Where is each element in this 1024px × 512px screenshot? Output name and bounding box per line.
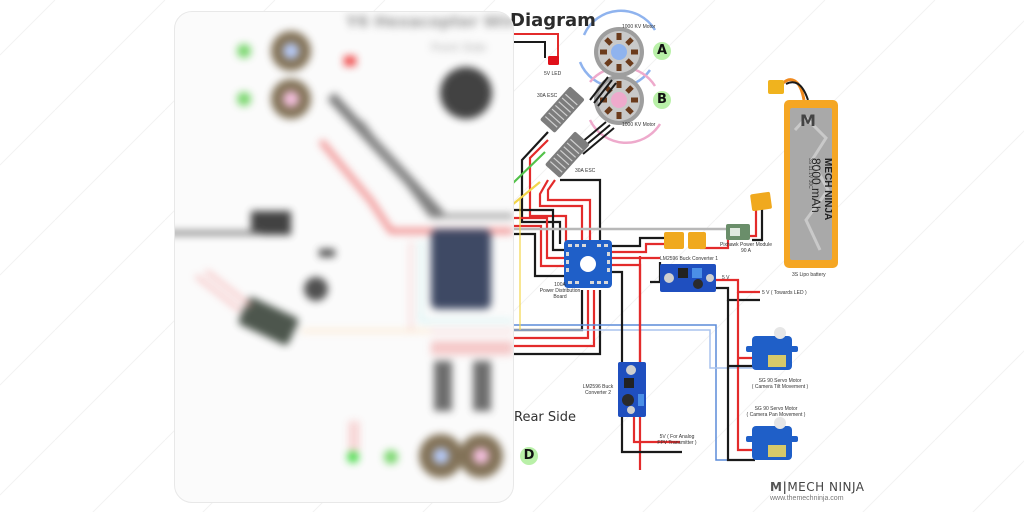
buck-converter-1 [660,264,716,292]
diagram-title: Diagram [510,10,596,31]
power-module-label-line: Pixhawk Power Module [720,242,772,248]
battery-brand: MECH NINJA [822,158,833,221]
motor-badge-b: B [653,91,671,109]
pdb-label-line: Power Distribution [539,288,581,294]
blurred-preview-panel: Y6 Hexacopter Wiring Front Side [174,11,514,503]
buck-1-label: LM2596 Buck Converter 1 [660,256,719,262]
buck-1-output-note: 5 V ( Towards LED ) [762,290,807,296]
footer-brand: M|MECH NINJA [770,480,865,494]
battery-spec: 3S 11.1V 30C [807,158,813,189]
esc-2-label: 30A ESC [575,168,596,174]
led-label: 5V LED [544,71,562,77]
blurred-content: Y6 Hexacopter Wiring Front Side [175,12,514,502]
buck-2-label-line: Converter 2 [584,390,612,396]
svg-text:Front Side: Front Side [431,41,486,54]
buck-2-output-note: 5V ( For Analog FPV Transmitter ) [652,434,702,446]
servo-tilt-label-line: ( Camera Tilt Movement ) [751,384,809,390]
power-distribution-board [564,240,612,288]
buck-2-output-note-line: FPV Transmitter ) [657,440,697,446]
buck-2-output-note-line: 5V ( For Analog [659,434,695,440]
led-icon [548,56,559,65]
servo-tilt [746,327,798,370]
battery-print: MECH NINJA 8000 mAh 3S 11.1V 30C [803,118,833,258]
power-module-label-line: 90 A [740,248,751,254]
esc-2 [545,132,589,178]
battery-label: 3S Lipo battery [792,272,826,278]
rear-side-label: Rear Side [514,410,577,425]
xt60-connectors [664,191,772,249]
esc-1-label: 30A ESC [537,93,558,99]
svg-text:Y6 Hexacopter Wiring: Y6 Hexacopter Wiring [345,12,514,31]
pdb-label-line: Board [553,294,567,300]
esc-power-wires [511,131,602,356]
servo-pan [746,417,798,460]
motor-badge-a: A [653,42,671,60]
brand-logo-icon: M| [770,480,788,494]
esc-1 [540,87,584,133]
power-module-label: Pixhawk Power Module 90 A [716,242,776,254]
footer-url: www.themechninja.com [770,495,844,502]
servo-tilt-label-line: SG 90 Servo Motor [758,378,802,384]
pdb-label-line: 100A [554,282,566,288]
pixhawk-power-module [726,224,750,240]
servo-pan-label-line: SG 90 Servo Motor [754,406,798,412]
lipo-battery: M [768,78,838,268]
servo-pan-label-line: ( Camera Pan Movement ) [746,412,806,418]
motor-1 [594,27,644,77]
led-wires [512,33,559,58]
buck-1-output: 5 V [722,275,730,281]
buck-converter-2 [618,362,646,417]
motor-2-label: 1000 KV Motor [622,122,656,128]
blurred-diagram: Y6 Hexacopter Wiring Front Side [175,12,514,478]
servo-pan-label: SG 90 Servo Motor ( Camera Pan Movement … [744,406,808,418]
svg-text:M: M [800,111,816,130]
brand-name: MECH NINJA [787,480,865,494]
motor-1-label: 1000 KV Motor [622,24,656,30]
buck-2-label-line: LM2596 Buck [582,384,614,390]
servo-tilt-label: SG 90 Servo Motor ( Camera Tilt Movement… [748,378,812,390]
buck-2-label: LM2596 Buck Converter 2 [580,384,616,396]
pdb-label: 100A Power Distribution Board [530,282,590,300]
motor-badge-d: D [520,447,538,465]
